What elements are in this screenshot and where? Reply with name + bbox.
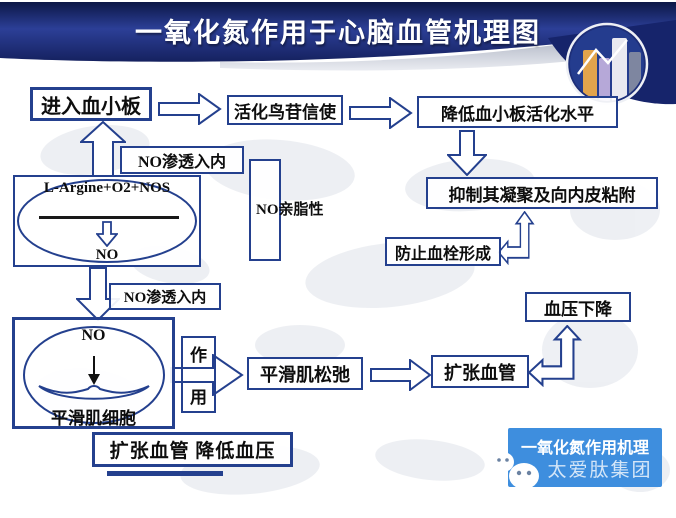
footer-mechanism-title: 一氧化氮作用机理 [520, 440, 649, 457]
node-no-permeate-upper: NO渗透入内 [120, 146, 244, 174]
action-char-top: 作 [190, 346, 207, 365]
node-conclusion: 扩张血管 降低血压 [92, 432, 293, 467]
synthesis-product: NO [95, 247, 119, 263]
arrow-down-small-icon [96, 221, 118, 247]
arrow-right-icon [158, 93, 222, 125]
node-blood-pressure-drop: 血压下降 [525, 292, 631, 322]
node-inhibit-aggregation: 抑制其凝聚及向内皮粘附 [426, 177, 658, 209]
cell-name-label: 平滑肌细胞 [51, 409, 136, 428]
node-no-synthesis: L-Argine+O2+NOS NO [13, 175, 201, 267]
arrow-bent-up-left-icon [498, 211, 535, 265]
footer-company-name: 太爱肽集团 [547, 460, 653, 481]
cell-no-label: NO [81, 327, 106, 344]
arrow-right-icon [370, 359, 432, 391]
node-no-permeate-lower: NO渗透入内 [109, 283, 221, 310]
arrow-down-icon [447, 130, 487, 176]
banner-band [0, 2, 676, 62]
arrow-down-icon [76, 267, 120, 321]
synthesis-oval-outline [17, 179, 197, 263]
slide-title: 一氧化氮作用于心脑血管机理图 [135, 18, 541, 48]
arrow-up-icon [80, 121, 126, 177]
node-no-lipophilicity: NO亲脂性 [249, 159, 324, 261]
wechat-icon [491, 452, 539, 494]
bar-chart-badge-icon [565, 22, 649, 106]
node-reduce-platelet-activation: 降低血小板活化水平 [417, 96, 618, 128]
title-banner [0, 2, 676, 106]
synthesis-formula: L-Argine+O2+NOS [43, 180, 171, 196]
node-prevent-thrombus: 防止血栓形成 [385, 237, 501, 266]
arrow-right-icon [170, 354, 244, 396]
no-lipophilicity-text: NO亲脂性 [256, 201, 324, 218]
node-smooth-muscle-relax: 平滑肌松弛 [247, 357, 363, 390]
cell-illustration [23, 326, 165, 424]
action-char-bottom: 用 [190, 388, 207, 407]
node-dilate-vessels: 扩张血管 [431, 355, 529, 388]
node-action: 作 用 [181, 336, 216, 413]
fraction-line [39, 216, 179, 219]
arrow-right-icon [349, 97, 413, 129]
node-smooth-muscle-cell: NO 平滑肌细胞 [12, 317, 175, 429]
node-activate-messenger: 活化鸟苷信使 [227, 95, 343, 125]
node-enter-platelets: 进入血小板 [30, 87, 152, 121]
arrow-bent-up-left-icon [528, 325, 583, 387]
banner-swoosh [220, 26, 676, 71]
conclusion-underline [107, 471, 223, 476]
